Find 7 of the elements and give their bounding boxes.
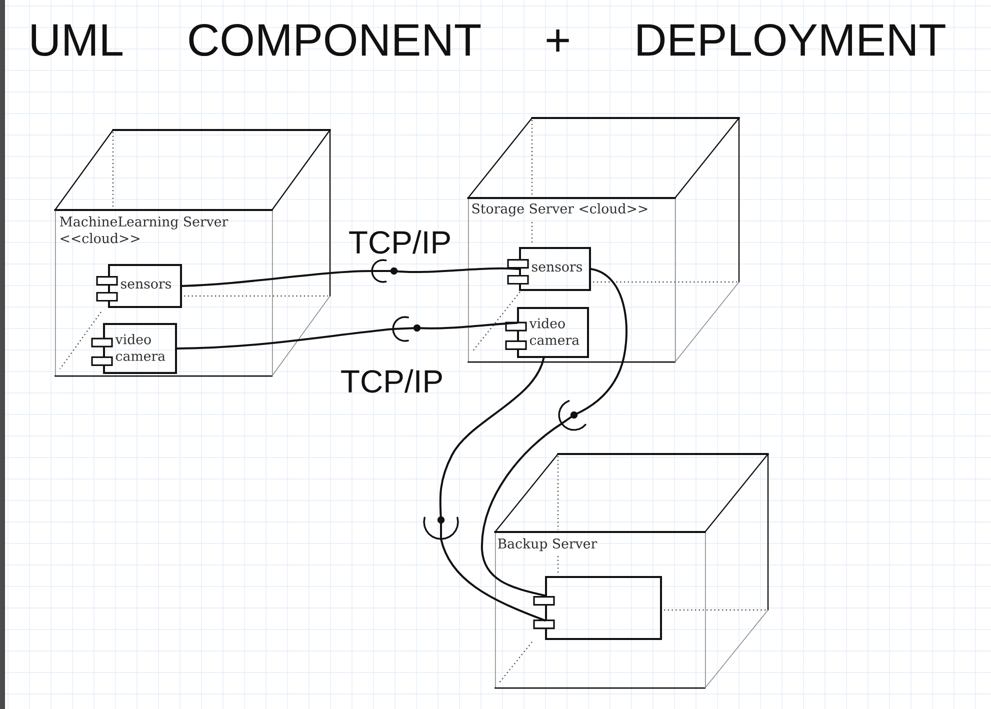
ball-socket-connector [181, 259, 520, 287]
ball-socket-connector [423, 357, 546, 622]
edge-label: TCP/IP [341, 369, 442, 393]
ball-socket-connector [481, 268, 628, 597]
ball-socket-connector [176, 316, 518, 350]
diagram-title: UML COMPONENT + DEPLOYMENT [32, 24, 946, 56]
edge-label: TCP/IP [349, 230, 450, 254]
